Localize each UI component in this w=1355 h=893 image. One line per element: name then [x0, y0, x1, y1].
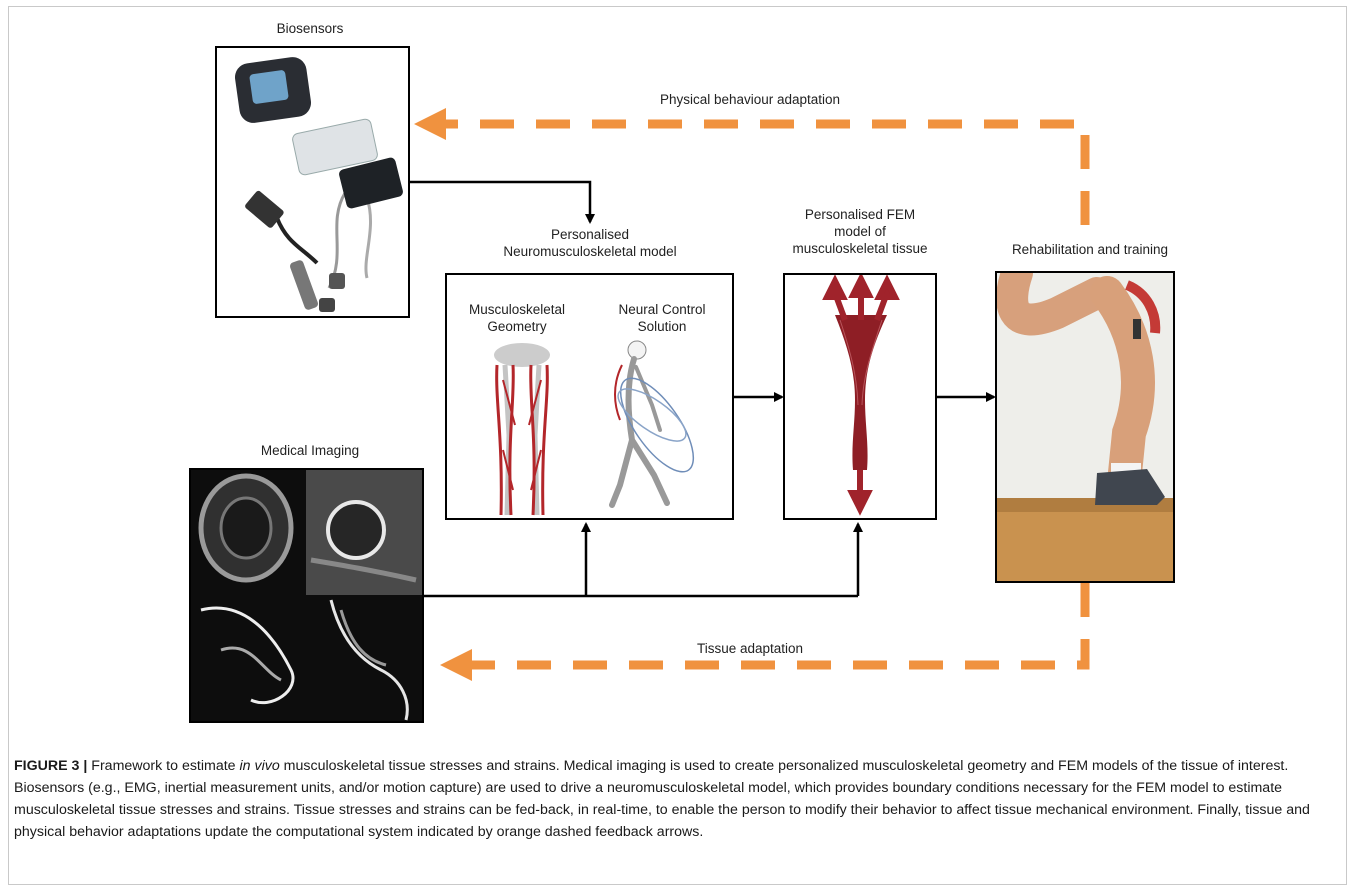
- walking-figure-illustration: [582, 335, 732, 520]
- medical-imaging-scans: [191, 470, 422, 721]
- biosensors-label: Biosensors: [230, 20, 390, 37]
- rehab-photo: [997, 273, 1173, 581]
- imaging-to-models-arrow: [423, 524, 858, 596]
- msk-geometry-label: Musculoskeletal Geometry: [457, 301, 577, 335]
- medical-imaging-label: Medical Imaging: [230, 442, 390, 459]
- biosensors-to-nms-arrow: [409, 182, 590, 222]
- biosensors-image: [217, 48, 408, 316]
- nms-model-box: Musculoskeletal Geometry Neural Control …: [445, 273, 734, 520]
- physical-adaptation-arrow: [414, 108, 1085, 225]
- neural-control-label: Neural Control Solution: [597, 301, 727, 335]
- tissue-adaptation-arrow: [440, 583, 1085, 681]
- skeleton-illustration: [467, 340, 577, 520]
- biosensors-box: [215, 46, 410, 318]
- fem-model-label: Personalised FEM model of musculoskeleta…: [770, 206, 950, 257]
- fem-tissue-model: [785, 275, 935, 518]
- caption-text-1: Framework to estimate: [87, 758, 239, 774]
- nms-model-label: Personalised Neuromusculoskeletal model: [470, 226, 710, 260]
- medical-imaging-box: [189, 468, 424, 723]
- figure-caption: FIGURE 3 | Framework to estimate in vivo…: [14, 755, 1339, 843]
- figure-label: FIGURE 3 |: [14, 758, 87, 774]
- tissue-adaptation-label: Tissue adaptation: [650, 640, 850, 657]
- physical-adaptation-label: Physical behaviour adaptation: [620, 91, 880, 108]
- rehab-photo-box: [995, 271, 1175, 583]
- caption-italic: in vivo: [240, 758, 280, 774]
- fem-model-box: [783, 273, 937, 520]
- rehab-label: Rehabilitation and training: [990, 241, 1190, 258]
